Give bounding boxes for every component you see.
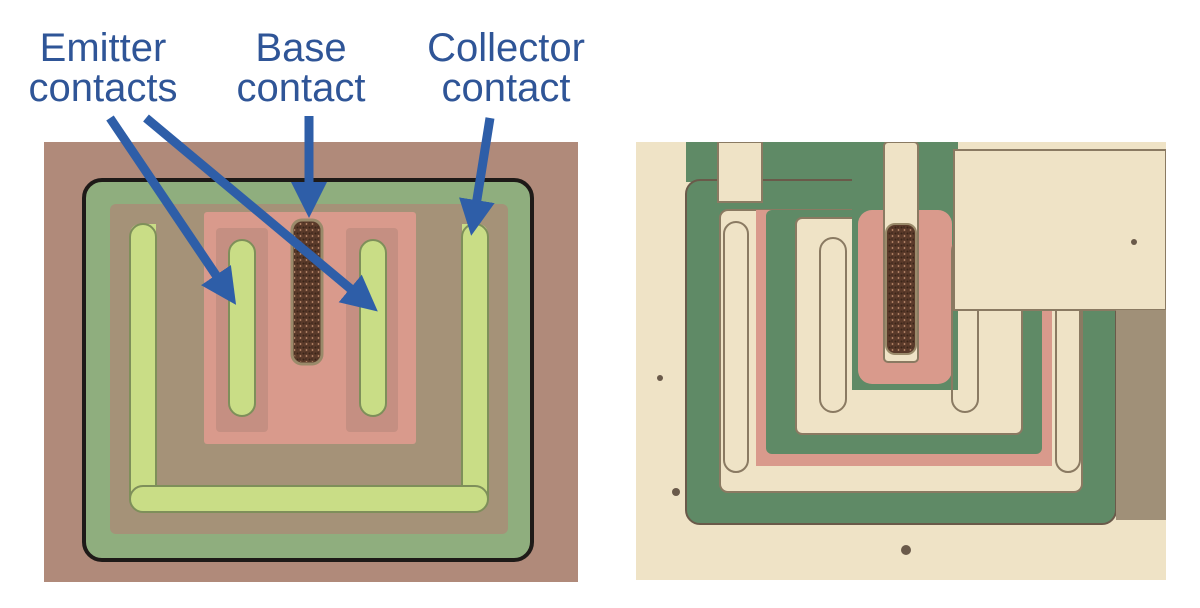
collector-contact-stripe-left [129,223,157,511]
emitter-metal-lead [717,142,763,203]
emitter-contact-right [359,239,387,417]
emitter-label-line1: Emitter [39,26,167,70]
base-contact-label: Base contact [218,28,384,108]
collector-metal-lead [953,149,1166,311]
base-label-line2: contact [236,66,366,110]
dark-field-right [1116,310,1166,520]
collector-label-line1: Collector [427,26,585,70]
debris-dot [672,488,680,496]
collector-label-line2: contact [441,66,571,110]
debris-dot [901,545,911,555]
emitter-contacts-label: Emitter contacts [10,28,196,108]
collector-contact-label: Collector contact [408,28,604,108]
transistor-die-metallized [636,142,1166,580]
collector-contact-stripe-bottom [129,485,489,513]
base-contact-texture [294,222,320,362]
collector-contact-stripe-right [461,223,489,511]
debris-dot [657,375,663,381]
base-contact-texture [888,226,914,352]
collector-contact-left [723,221,749,473]
base-label-line1: Base [255,26,347,70]
transistor-die-unmetallized [44,142,578,582]
emitter-label-line2: contacts [28,66,178,110]
debris-dot [1131,239,1137,245]
emitter-contact-left [819,237,847,413]
emitter-contact-left [228,239,256,417]
